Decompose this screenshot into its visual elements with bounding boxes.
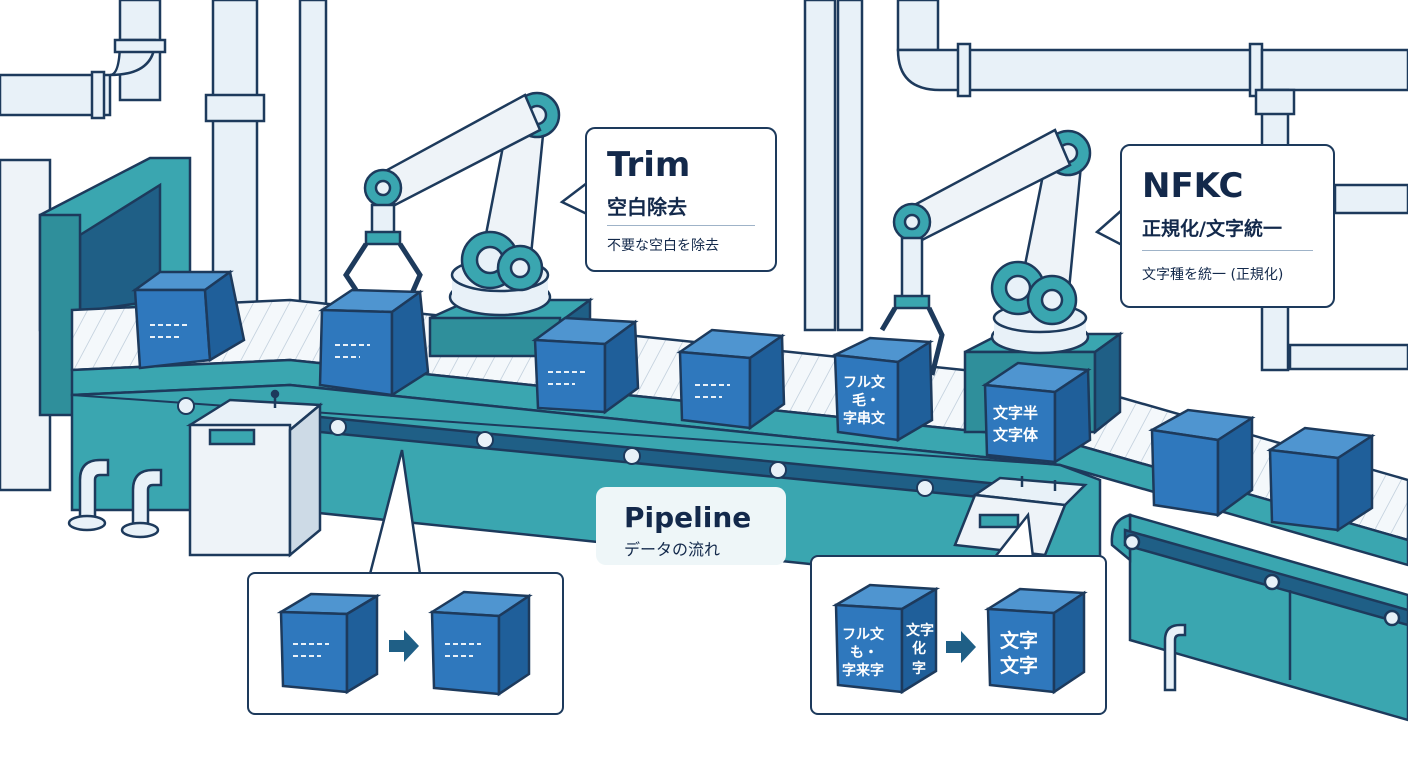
nfkc-inset-arrow-icon (946, 631, 976, 663)
trim-before-after-inset (247, 572, 564, 715)
inset-mixed-left-1: フル文 (842, 626, 885, 643)
pipeline-label: Pipeline データの流れ (596, 487, 786, 565)
nfkc-title: NFKC (1142, 166, 1244, 206)
held-box-text-1: フル文 (843, 374, 886, 391)
inset-clean-box (984, 587, 1088, 695)
held-box-text-3: 字串文 (843, 410, 886, 427)
trim-title: Trim (607, 145, 691, 185)
robot-arm-trim (343, 91, 594, 359)
nfkc-callout: NFKC 正規化/文字統一 文字種を統一 (正規化) (1120, 144, 1335, 308)
floor-pipes (67, 458, 163, 539)
inset-mixed-right-1: 文字 (906, 622, 934, 639)
pipeline-subtitle: データの流れ (624, 540, 721, 559)
box-3-processing (531, 316, 640, 415)
box-4-trimmed (676, 328, 786, 431)
control-panel-left (185, 389, 324, 558)
inset-mixed-left-3: 字来字 (842, 662, 884, 679)
normalized-box-text-2: 文字体 (993, 426, 1039, 444)
inset-mixed-right-3: 字 (912, 660, 926, 677)
inset-clean-1: 文字 (1000, 629, 1038, 652)
box-8-output (1266, 426, 1376, 533)
trim-inset-arrow-icon (389, 630, 419, 662)
nfkc-inset-graphic: フル文 も・ 字来字 文字 化 字 文字 文字 (831, 583, 1088, 695)
nfkc-divider (1142, 250, 1313, 251)
conveyor-rollers (177, 397, 934, 497)
trim-callout: Trim 空白除去 不要な空白を除去 (585, 127, 777, 272)
box-5-held (830, 336, 934, 443)
box-7-output (1148, 408, 1256, 518)
lower-conveyor (1110, 513, 1408, 722)
control-panel-right (953, 476, 1088, 557)
robot-arm-nfkc (879, 128, 1124, 435)
inset-box-after (428, 590, 533, 697)
nfkc-before-after-inset: フル文 も・ 字来字 文字 化 字 文字 文字 (810, 555, 1107, 715)
box-1-damaged (131, 269, 246, 370)
trim-divider (607, 225, 755, 226)
trim-description: 不要な空白を除去 (607, 238, 719, 254)
box-2-gripped (318, 288, 430, 398)
pipeline-title: Pipeline (624, 501, 752, 534)
normalized-box-text-1: 文字半 (993, 404, 1038, 422)
inset-mixed-right-2: 化 (912, 640, 926, 657)
nfkc-subtitle: 正規化/文字統一 (1142, 218, 1282, 240)
inset-mixed-box (831, 583, 941, 695)
inset-box-before (276, 592, 382, 695)
inset-clean-2: 文字 (1000, 654, 1038, 677)
entry-housing (0, 156, 192, 492)
nfkc-description: 文字種を統一 (正規化) (1142, 267, 1284, 283)
trim-inset-graphic (276, 590, 533, 697)
held-box-text-2: 毛・ (852, 392, 880, 409)
trim-subtitle: 空白除去 (607, 195, 687, 219)
inset-mixed-left-2: も・ (850, 645, 878, 661)
box-6-normalized (981, 361, 1092, 465)
